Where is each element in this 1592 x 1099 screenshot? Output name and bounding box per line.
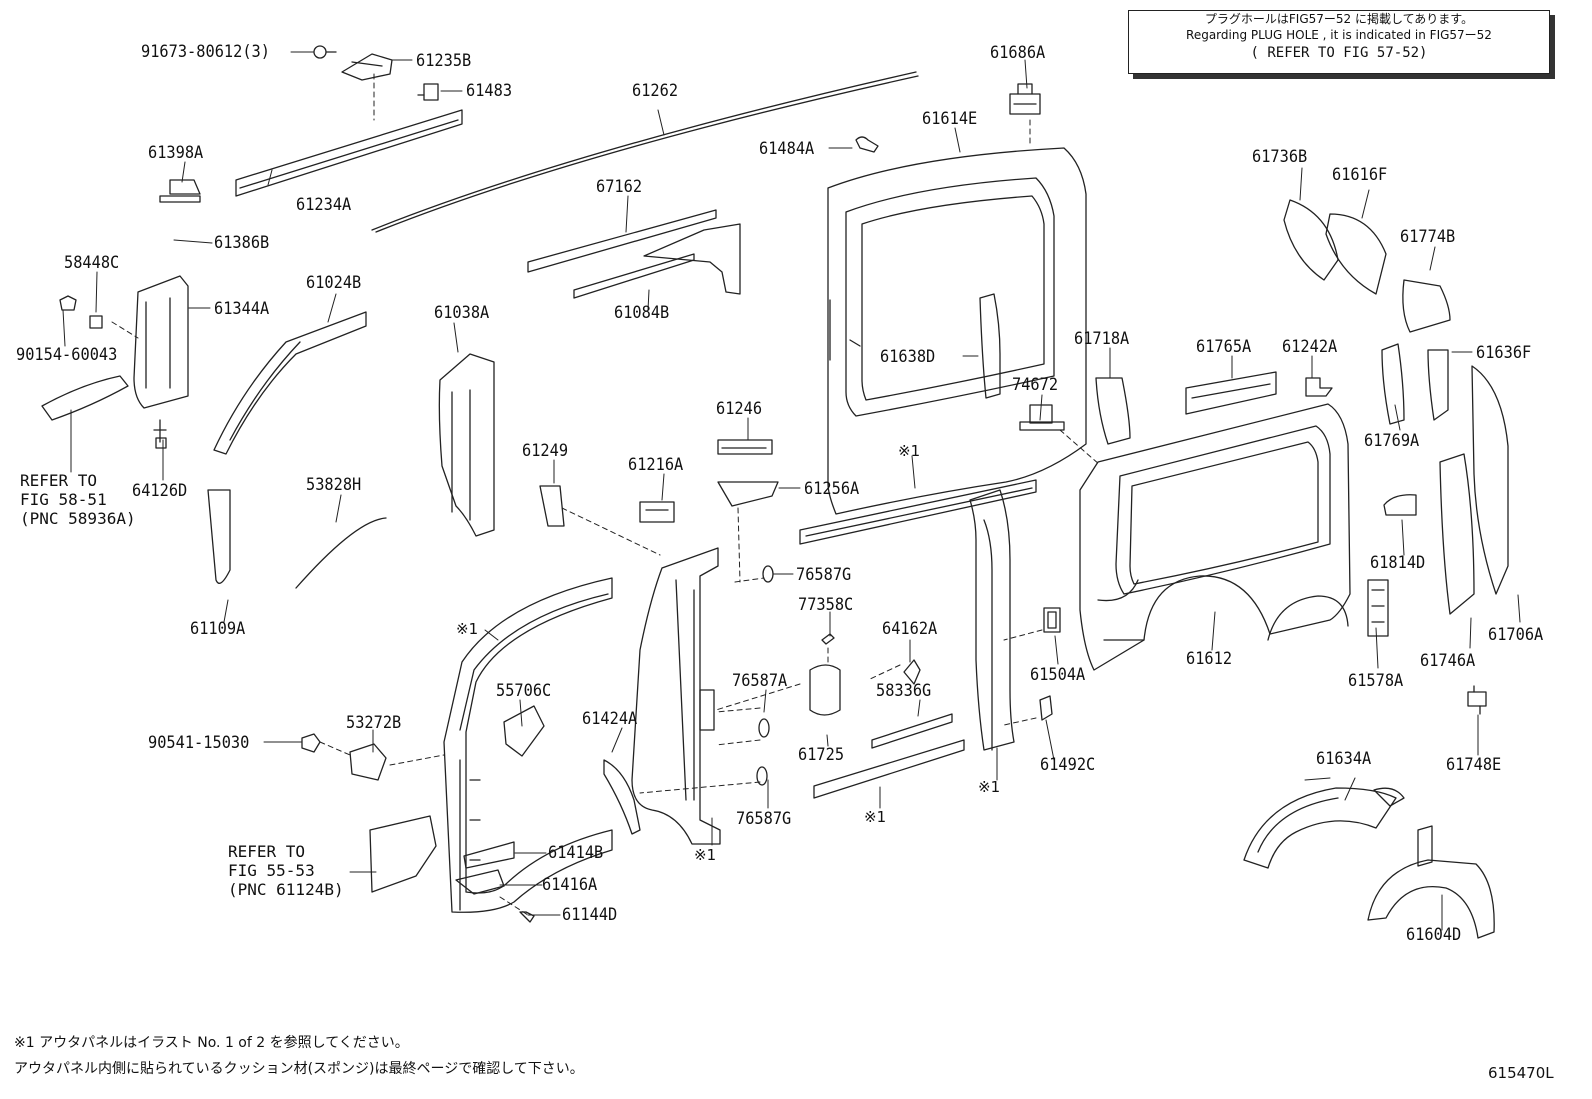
note-mark-center: ※1 bbox=[978, 778, 1001, 796]
refer-fig-58-51[interactable]: REFER TO FIG 58-51 (PNC 58936A) bbox=[20, 471, 136, 528]
part-label-61504a[interactable]: 61504A bbox=[1030, 665, 1086, 685]
part-label-61614e[interactable]: 61614E bbox=[922, 109, 978, 129]
part-label-61416a[interactable]: 61416A bbox=[542, 875, 598, 895]
part-label-61616f[interactable]: 61616F bbox=[1332, 165, 1388, 185]
part-label-61144d[interactable]: 61144D bbox=[562, 905, 618, 925]
part-label-61725[interactable]: 61725 bbox=[798, 745, 845, 765]
part-label-64162a[interactable]: 64162A bbox=[882, 619, 938, 639]
part-label-61746a[interactable]: 61746A bbox=[1420, 651, 1476, 671]
part-label-61024b[interactable]: 61024B bbox=[306, 273, 362, 293]
part-label-64126d[interactable]: 64126D bbox=[132, 481, 188, 501]
part-label-61765a[interactable]: 61765A bbox=[1196, 337, 1252, 357]
part-label-61814d[interactable]: 61814D bbox=[1370, 553, 1426, 573]
part-label-61774b[interactable]: 61774B bbox=[1400, 227, 1456, 247]
part-label-58448c[interactable]: 58448C bbox=[64, 253, 120, 273]
part-label-61235b[interactable]: 61235B bbox=[416, 51, 472, 71]
part-label-61424a[interactable]: 61424A bbox=[582, 709, 638, 729]
part-label-67162[interactable]: 67162 bbox=[596, 177, 643, 197]
part-label-61748e[interactable]: 61748E bbox=[1446, 755, 1502, 775]
b-pillar bbox=[603, 547, 721, 845]
part-label-61638d[interactable]: 61638D bbox=[880, 347, 936, 367]
part-label-58336g[interactable]: 58336G bbox=[876, 681, 932, 701]
dashed-connectors bbox=[111, 73, 1101, 916]
part-label-77358c[interactable]: 77358C bbox=[798, 595, 854, 615]
notice-line-2: Regarding PLUG HOLE , it is indicated in… bbox=[1186, 28, 1492, 42]
rear-pillar-parts bbox=[979, 199, 1509, 615]
part-label-90154-60043[interactable]: 90154-60043 bbox=[16, 345, 118, 365]
part-label-76587g-bottom[interactable]: 76587G bbox=[736, 809, 792, 829]
note-mark-pillar: ※1 bbox=[694, 846, 717, 864]
upper-quarter-panel bbox=[827, 147, 1087, 515]
part-label-61262[interactable]: 61262 bbox=[632, 81, 679, 101]
refer-fig-55-53[interactable]: REFER TO FIG 55-53 (PNC 61124B) bbox=[228, 842, 344, 899]
rails bbox=[235, 71, 1277, 799]
part-label-90541-15030[interactable]: 90541-15030 bbox=[148, 733, 250, 753]
part-label-61484a[interactable]: 61484A bbox=[759, 139, 815, 159]
part-label-61109a[interactable]: 61109A bbox=[190, 619, 246, 639]
part-label-61249[interactable]: 61249 bbox=[522, 441, 569, 461]
a-pillar-parts bbox=[41, 275, 841, 895]
part-label-61636f[interactable]: 61636F bbox=[1476, 343, 1532, 363]
part-label-61706a[interactable]: 61706A bbox=[1488, 625, 1544, 645]
notice-line-3: ( REFER TO FIG 57-52) bbox=[1250, 45, 1428, 61]
part-label-61578a[interactable]: 61578A bbox=[1348, 671, 1404, 691]
part-label-61216a[interactable]: 61216A bbox=[628, 455, 684, 475]
leader-lines bbox=[62, 51, 1521, 931]
part-label-61256a[interactable]: 61256A bbox=[804, 479, 860, 499]
rear-side-panel bbox=[1079, 403, 1351, 671]
part-label-61604d[interactable]: 61604D bbox=[1406, 925, 1462, 945]
part-label-61414b[interactable]: 61414B bbox=[548, 843, 604, 863]
wheel-housings bbox=[1243, 787, 1495, 939]
notice-line-1: プラグホールはFIG57ー52 に掲載してあります。 bbox=[1204, 12, 1474, 26]
part-label-61242a[interactable]: 61242A bbox=[1282, 337, 1338, 357]
part-label-61492c[interactable]: 61492C bbox=[1040, 755, 1096, 775]
note-mark-upper: ※1 bbox=[898, 442, 921, 460]
part-label-53828h[interactable]: 53828H bbox=[306, 475, 362, 495]
part-label-61718a[interactable]: 61718A bbox=[1074, 329, 1130, 349]
part-label-61769a[interactable]: 61769A bbox=[1364, 431, 1420, 451]
part-label-61386b[interactable]: 61386B bbox=[214, 233, 270, 253]
part-label-61483[interactable]: 61483 bbox=[466, 81, 513, 101]
footnote-line-2: アウタパネル内側に貼られているクッション材(スポンジ)は最終ページで確認して下さ… bbox=[14, 1061, 584, 1077]
center-pillar bbox=[969, 489, 1015, 751]
part-label-76587a[interactable]: 76587A bbox=[732, 671, 788, 691]
part-label-61234a[interactable]: 61234A bbox=[296, 195, 352, 215]
part-label-91673-80612[interactable]: 91673-80612(3) bbox=[141, 42, 270, 62]
part-label-61344a[interactable]: 61344A bbox=[214, 299, 270, 319]
note-mark-sill: ※1 bbox=[864, 808, 887, 826]
part-label-61084b[interactable]: 61084B bbox=[614, 303, 670, 323]
part-label-74672[interactable]: 74672 bbox=[1012, 375, 1059, 395]
footnote-line-1: ※1 アウタパネルはイラスト No. 1 of 2 を参照してください。 bbox=[14, 1035, 409, 1051]
part-label-53272b[interactable]: 53272B bbox=[346, 713, 402, 733]
part-label-61634a[interactable]: 61634A bbox=[1316, 749, 1372, 769]
part-label-55706c[interactable]: 55706C bbox=[496, 681, 552, 701]
part-label-61736b[interactable]: 61736B bbox=[1252, 147, 1308, 167]
front-door-frame bbox=[443, 577, 613, 913]
note-mark-front: ※1 bbox=[456, 620, 479, 638]
part-label-61246[interactable]: 61246 bbox=[716, 399, 763, 419]
notice-box: プラグホールはFIG57ー52 に掲載してあります。 Regarding PLU… bbox=[1128, 10, 1550, 74]
part-label-61612[interactable]: 61612 bbox=[1186, 649, 1233, 669]
illustration-number: 615470L bbox=[1488, 1064, 1554, 1082]
part-label-61686a[interactable]: 61686A bbox=[990, 43, 1046, 63]
part-label-61398a[interactable]: 61398A bbox=[148, 143, 204, 163]
small-parts bbox=[59, 45, 1487, 923]
part-label-76587g-top[interactable]: 76587G bbox=[796, 565, 852, 585]
part-label-61038a[interactable]: 61038A bbox=[434, 303, 490, 323]
